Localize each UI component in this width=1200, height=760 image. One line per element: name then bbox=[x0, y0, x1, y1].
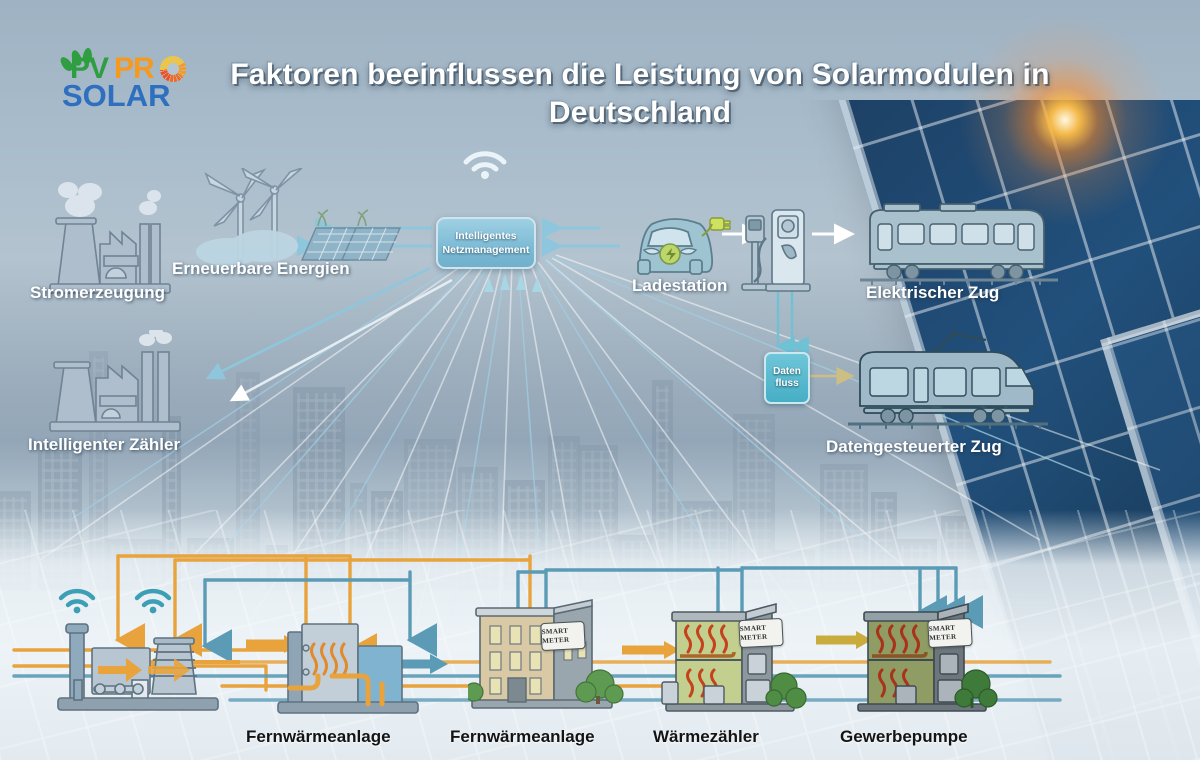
label-intelligenter-zaehler: Intelligenter Zähler bbox=[28, 435, 181, 454]
smart-meter-sign-text: SMART METER bbox=[541, 626, 570, 646]
wifi-icon bbox=[462, 140, 508, 179]
label-fernwaermeanlage-2: Fernwärmeanlage bbox=[450, 727, 595, 746]
heating-plant-icon bbox=[277, 623, 419, 714]
page-title: Faktoren beeinflussen die Leistung von S… bbox=[230, 58, 1050, 130]
label-gewerbepumpe: Gewerbepumpe bbox=[840, 727, 968, 746]
dataflow-badge[interactable]: Daten fluss bbox=[764, 352, 810, 404]
apartment-block-icon bbox=[468, 599, 624, 709]
smart-meter-sign: SMART METER bbox=[540, 620, 586, 652]
logo-pv-text: PV bbox=[70, 52, 109, 85]
label-waermezaehler: Wärmezähler bbox=[653, 727, 759, 746]
hub-label-line1: Intelligentes bbox=[455, 229, 517, 242]
commercial-pump-icon bbox=[857, 602, 998, 712]
tram-icon bbox=[860, 203, 1058, 285]
label-datengesteuerter-zug: Datengesteuerter Zug bbox=[826, 437, 1002, 456]
smart-meter-sign: SMART METER bbox=[927, 617, 973, 649]
label-ladestation: Ladestation bbox=[632, 276, 728, 295]
wind-turbine-solar-icon bbox=[196, 168, 402, 266]
smart-meter-sign-text: SMART METER bbox=[739, 623, 768, 643]
wifi-icon bbox=[58, 582, 96, 619]
power-plant-icon bbox=[49, 182, 171, 294]
label-stromerzeugung: Stromerzeugung bbox=[30, 283, 166, 302]
dataflow-line2: fluss bbox=[775, 378, 799, 389]
logo-solar-text: SOLAR bbox=[62, 78, 171, 113]
hub-smart-grid-management[interactable]: Intelligentes Netzmanagement bbox=[436, 217, 536, 269]
label-erneuerbare-energien: Erneuerbare Energien bbox=[172, 259, 350, 278]
logo-pro-text: PR bbox=[114, 52, 155, 85]
dataflow-line1: Daten bbox=[773, 365, 801, 377]
heating-plant-icon bbox=[57, 623, 219, 711]
sun-icon bbox=[160, 56, 186, 82]
smart-meter-sign: SMART METER bbox=[738, 617, 784, 649]
label-elektrischer-zug: Elektrischer Zug bbox=[866, 283, 1000, 302]
smart-meter-sign-text: SMART METER bbox=[928, 623, 957, 643]
wifi-icon bbox=[134, 582, 172, 619]
data-tram-icon bbox=[848, 331, 1048, 429]
hub-label-line2: Netzmanagement bbox=[442, 244, 530, 256]
heat-meter-icon bbox=[661, 602, 807, 712]
ev-charging-icon bbox=[637, 209, 811, 292]
label-fernwaermeanlage-1: Fernwärmeanlage bbox=[246, 727, 391, 746]
factory-icon bbox=[49, 330, 181, 432]
